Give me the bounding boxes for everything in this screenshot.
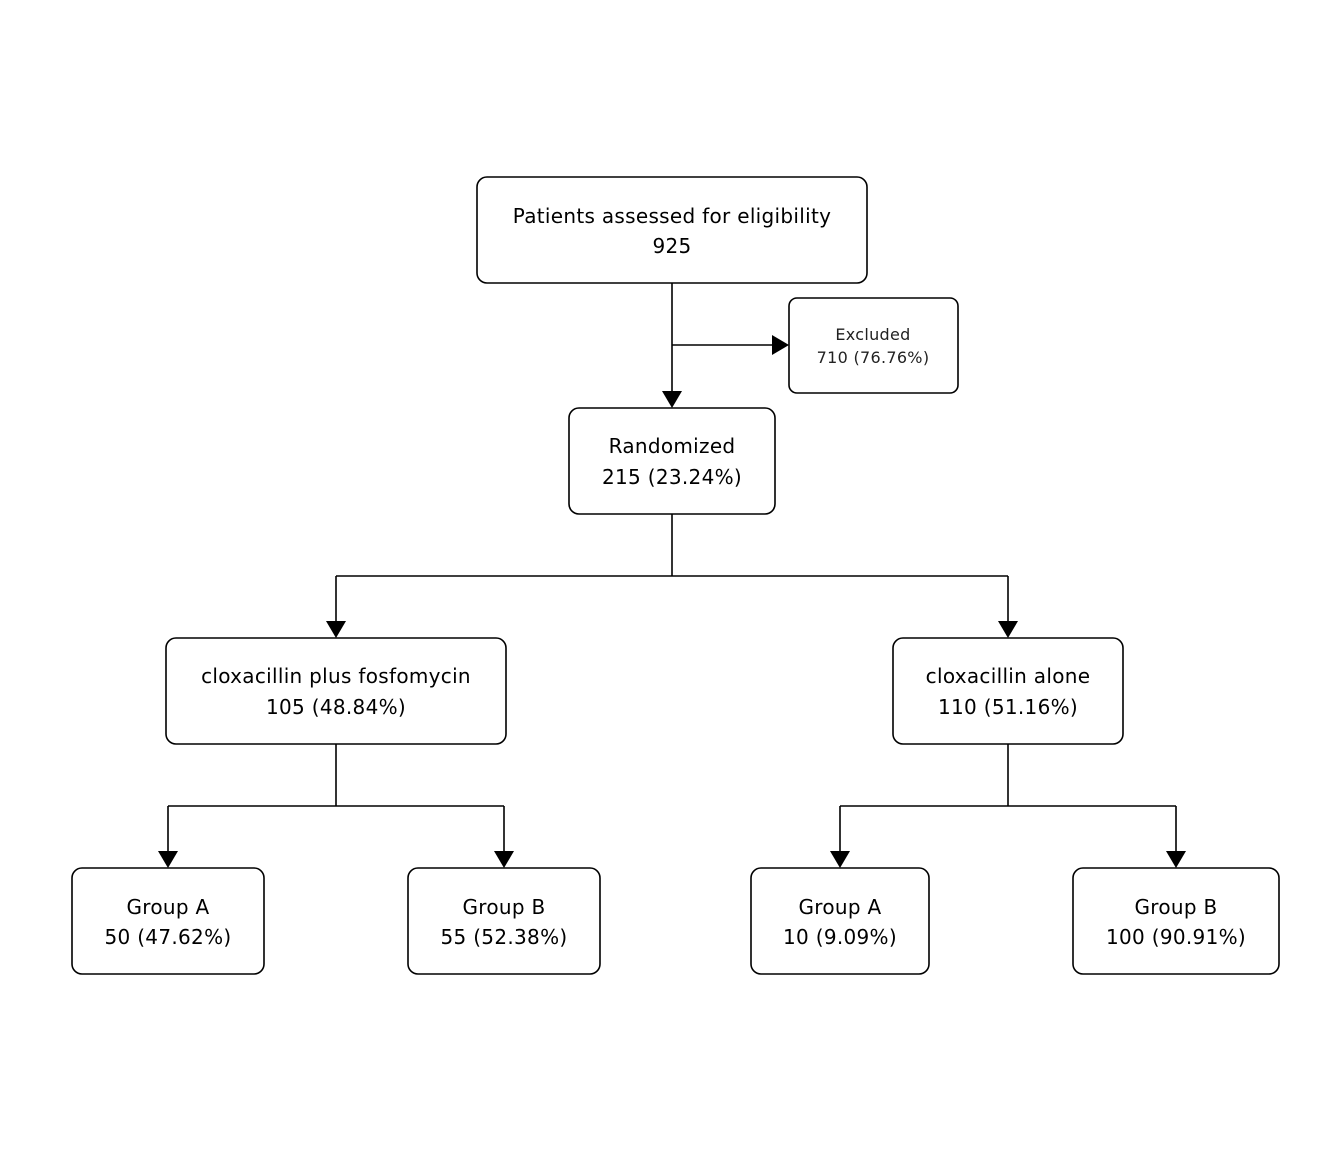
node-randomized-label: Randomized	[609, 434, 736, 458]
node-combo-group-a-label: Group A	[126, 895, 209, 919]
node-alone-group-a-label: Group A	[798, 895, 881, 919]
node-combo-group-a-box	[71, 867, 265, 975]
arrowhead-alone-group-a	[830, 851, 850, 868]
node-combo-group-b-box	[407, 867, 601, 975]
node-arm-alone-value: 110 (51.16%)	[938, 695, 1078, 719]
node-randomized-box	[568, 407, 776, 515]
node-alone-group-a: Group A 10 (9.09%)	[750, 867, 930, 975]
node-combo-group-a-value: 50 (47.62%)	[105, 925, 232, 949]
node-assessed: Patients assessed for eligibility 925	[476, 176, 868, 284]
node-alone-group-b-label: Group B	[1134, 895, 1217, 919]
node-assessed-label: Patients assessed for eligibility	[513, 204, 831, 228]
arrowhead-alone-group-b	[1166, 851, 1186, 868]
connectors	[158, 283, 1186, 868]
node-arm-combo: cloxacillin plus fosfomycin 105 (48.84%)	[165, 637, 507, 745]
arrowhead-excluded	[772, 335, 789, 355]
node-assessed-box	[476, 176, 868, 284]
node-randomized: Randomized 215 (23.24%)	[568, 407, 776, 515]
arrowhead-arm-alone	[998, 621, 1018, 638]
node-alone-group-b-box	[1072, 867, 1280, 975]
node-combo-group-b-value: 55 (52.38%)	[441, 925, 568, 949]
node-assessed-value: 925	[652, 234, 691, 258]
arrowhead-combo-group-a	[158, 851, 178, 868]
node-randomized-value: 215 (23.24%)	[602, 465, 742, 489]
node-excluded-value: 710 (76.76%)	[817, 348, 930, 367]
node-arm-combo-label: cloxacillin plus fosfomycin	[201, 664, 471, 688]
node-arm-combo-box	[165, 637, 507, 745]
node-arm-alone: cloxacillin alone 110 (51.16%)	[892, 637, 1124, 745]
node-excluded: Excluded 710 (76.76%)	[788, 297, 959, 394]
node-arm-alone-box	[892, 637, 1124, 745]
node-alone-group-a-value: 10 (9.09%)	[783, 925, 897, 949]
node-arm-alone-label: cloxacillin alone	[926, 664, 1091, 688]
node-combo-group-b: Group B 55 (52.38%)	[407, 867, 601, 975]
node-arm-combo-value: 105 (48.84%)	[266, 695, 406, 719]
node-excluded-label: Excluded	[835, 325, 910, 344]
node-excluded-box	[788, 297, 959, 394]
node-alone-group-a-box	[750, 867, 930, 975]
node-combo-group-b-label: Group B	[462, 895, 545, 919]
node-alone-group-b: Group B 100 (90.91%)	[1072, 867, 1280, 975]
node-alone-group-b-value: 100 (90.91%)	[1106, 925, 1246, 949]
arrowhead-combo-group-b	[494, 851, 514, 868]
arrowhead-arm-combo	[326, 621, 346, 638]
arrowhead-randomized	[662, 391, 682, 408]
node-combo-group-a: Group A 50 (47.62%)	[71, 867, 265, 975]
